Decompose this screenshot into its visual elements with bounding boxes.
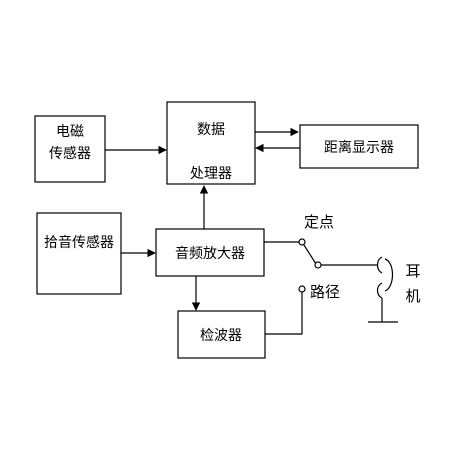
em-sensor-block: 电磁 传感器 [34,115,106,183]
em-sensor-label-2: 传感器 [49,145,91,162]
data-processor-label-2: 处理器 [190,166,232,182]
data-processor-label-1: 数据 [197,122,225,138]
switch-contact-fixed [298,238,306,246]
pickup-sensor-block: 拾音传感器 [36,212,122,295]
earphone-label-1: 耳 [405,262,420,280]
pickup-sensor-label: 拾音传感器 [44,234,114,251]
detector-block: 检波器 [177,310,266,359]
audio-amplifier-block: 音频放大器 [155,228,265,277]
earphone-icon [368,256,398,323]
fixed-point-label: 定点 [304,213,334,231]
distance-display-block: 距离显示器 [299,124,419,169]
distance-display-label: 距离显示器 [324,139,394,156]
earphone-label-2: 机 [405,287,420,305]
data-processor-block: 数据 处理器 [166,101,256,185]
switch-contact-path [298,285,306,293]
detector-label: 检波器 [200,328,242,344]
audio-amplifier-label: 音频放大器 [175,245,245,262]
path-label: 路径 [310,283,340,301]
switch-pivot [314,261,322,269]
switch-blade [303,244,317,265]
em-sensor-label-1: 电磁 [56,124,84,140]
detector-to-switch-line [265,292,303,335]
